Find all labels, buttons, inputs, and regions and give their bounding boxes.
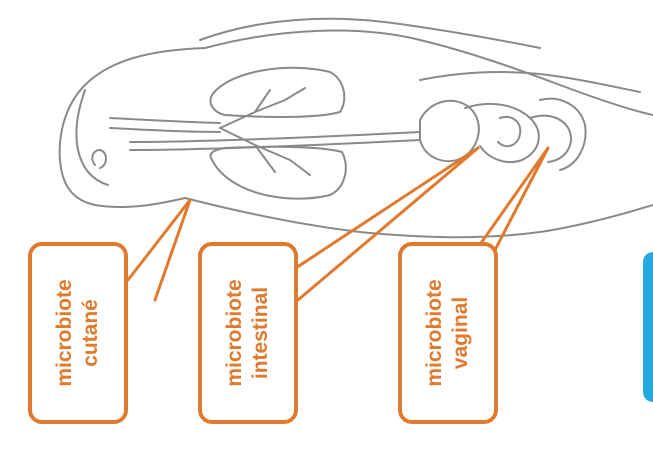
bronchi (219, 87, 311, 176)
ear-outline (91, 149, 107, 169)
callout-cutane: microbiote cutané (28, 242, 128, 424)
stomach (419, 99, 480, 163)
callout-intestinal: microbiote intestinal (198, 242, 298, 424)
pointer-intestinal (268, 146, 480, 307)
right-lung (209, 145, 347, 200)
trachea-2 (109, 127, 221, 133)
callout-cutane-line1: microbiote (53, 279, 76, 387)
pelvis (539, 97, 587, 171)
left-lung (209, 66, 346, 118)
pointer-cutane (126, 198, 192, 302)
callout-vaginal: microbiote vaginal (398, 242, 498, 424)
colon (529, 114, 572, 163)
callout-cutane-text: microbiote cutané (52, 279, 104, 386)
face-outline (75, 89, 109, 186)
intestines-2 (497, 116, 522, 148)
esophagus (129, 131, 421, 143)
arm-outline (199, 17, 541, 49)
callout-cutane-line2: cutané (79, 299, 102, 367)
callout-vaginal-line2: vaginal (449, 296, 472, 370)
head-outline (58, 47, 206, 209)
blue-edge-decoration (643, 252, 653, 402)
callout-vaginal-line1: microbiote (423, 279, 446, 387)
torso-lower-outline (184, 197, 653, 239)
callout-intestinal-line1: microbiote (223, 279, 246, 387)
torso-outline (204, 29, 653, 116)
intestines (464, 102, 540, 164)
arm-outline-2 (419, 71, 641, 93)
callout-intestinal-line2: intestinal (249, 286, 272, 380)
trachea (109, 117, 221, 124)
callout-intestinal-text: microbiote intestinal (222, 279, 274, 386)
callout-vaginal-text: microbiote vaginal (422, 279, 474, 386)
